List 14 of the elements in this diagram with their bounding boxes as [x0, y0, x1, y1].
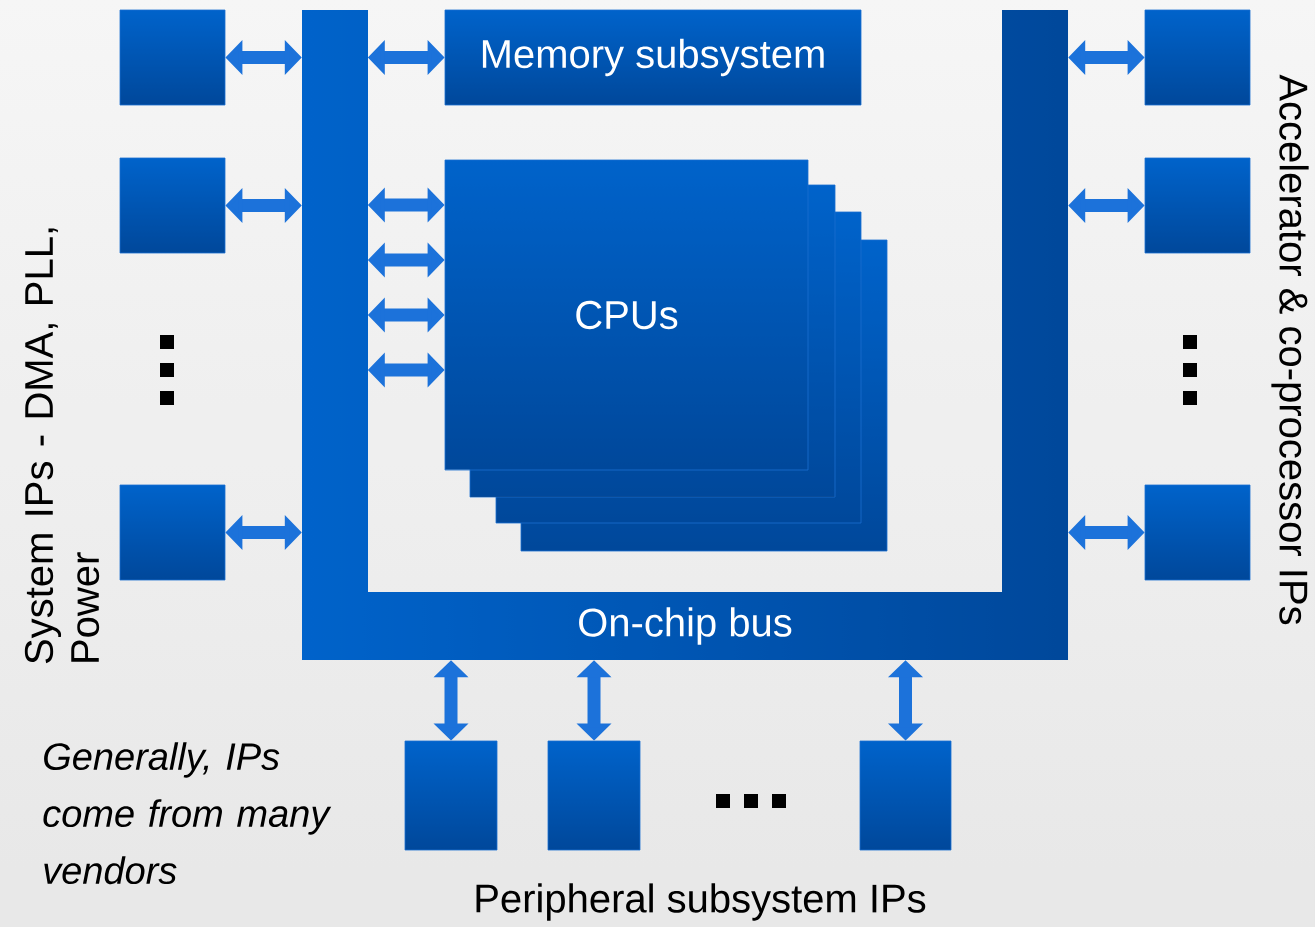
cpu-stack: CPUs [444, 159, 888, 552]
caption-text: Peripheral subsystem IPs [476, 883, 926, 921]
note-text: Generally, IPs come from many vendors [43, 742, 332, 885]
ip-block [859, 740, 952, 851]
ip-block [1144, 484, 1251, 581]
ip-block [547, 740, 641, 851]
ip-block [119, 157, 226, 254]
side-label: System IPs - DMA, PLL, Power [24, 228, 100, 664]
ip-block [1144, 157, 1251, 254]
ip-block [1144, 9, 1251, 106]
ip-block [119, 484, 226, 581]
ip-block [119, 9, 226, 106]
ip-block [404, 740, 498, 851]
side-label: Accelerator & co-processor IPs [1271, 74, 1309, 625]
